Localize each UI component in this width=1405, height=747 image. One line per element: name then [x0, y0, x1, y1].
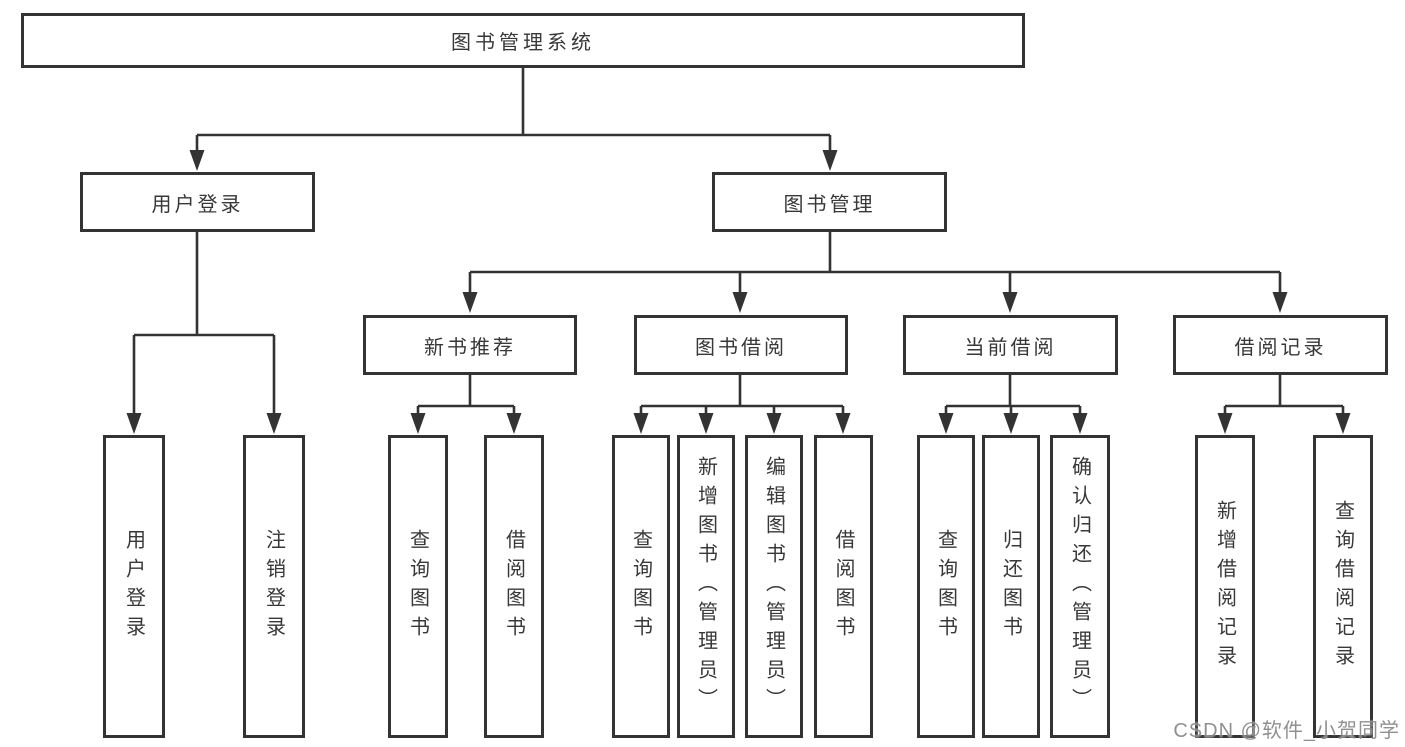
leaf-borrow-books-recommend: 借阅图书 — [484, 435, 544, 738]
connector-path — [132, 68, 1345, 418]
node-book-management: 图书管理 — [712, 172, 947, 232]
leaf-edit-books-admin: 编辑图书（管理员） — [745, 435, 803, 738]
csdn-watermark: CSDN @软件_小贺同学 — [1173, 720, 1400, 742]
leaf-query-books-recommend: 查询图书 — [388, 435, 448, 738]
node-borrowing-records: 借阅记录 — [1173, 315, 1388, 375]
leaf-add-borrow-record: 新增借阅记录 — [1195, 435, 1255, 738]
node-current-borrowing: 当前借阅 — [903, 315, 1118, 375]
node-book-borrowing: 图书借阅 — [634, 315, 848, 375]
leaf-confirm-return-admin: 确认归还（管理员） — [1050, 435, 1110, 738]
node-library-system: 图书管理系统 — [21, 13, 1025, 68]
leaf-logout: 注销登录 — [243, 435, 305, 738]
arrowheads — [126, 150, 1351, 434]
leaf-add-books-admin: 新增图书（管理员） — [677, 435, 735, 738]
node-user-login: 用户登录 — [80, 172, 315, 232]
leaf-borrow-books: 借阅图书 — [814, 435, 873, 738]
leaf-return-books: 归还图书 — [982, 435, 1040, 738]
leaf-query-books-borrow: 查询图书 — [612, 435, 670, 738]
leaf-user-login: 用户登录 — [103, 435, 165, 738]
node-new-book-recommend: 新书推荐 — [363, 315, 577, 375]
leaf-query-borrow-record: 查询借阅记录 — [1313, 435, 1373, 738]
leaf-query-books-current: 查询图书 — [917, 435, 975, 738]
